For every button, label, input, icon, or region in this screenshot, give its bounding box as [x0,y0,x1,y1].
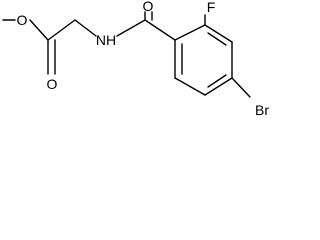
bond-o-c-ester [29,19,49,41]
ring-double-2-3 [207,32,227,46]
bond-ch2-n [74,19,97,37]
atom-nh: NH [96,32,116,48]
bonds [2,11,251,98]
bond-n-c-amide [116,19,146,37]
ring-double-4-5 [207,74,227,88]
bond-c-ch2 [47,19,76,41]
atom-br: Br [255,102,269,118]
atom-labels: O O NH O F Br [17,0,270,118]
bond-c-br [231,77,251,98]
atom-o-ester-carbonyl: O [47,76,58,92]
ring-bond-5-6 [174,77,206,96]
ring-bond-1-2 [174,24,206,41]
ring-bond-4-5 [204,77,233,96]
atom-o-ester: O [17,12,28,28]
ring-bond-2-3 [204,24,233,43]
molecule-structure: O O NH O F Br [2,0,270,118]
atom-o-ketone: O [143,0,154,14]
atom-f: F [207,0,216,15]
bond-amide-ring [144,19,176,41]
